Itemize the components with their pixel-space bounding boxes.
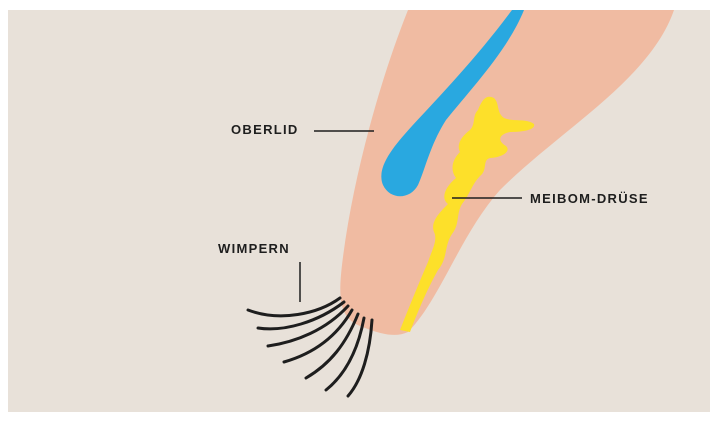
meibomian-gland-label: MEIBOM-DRÜSE — [530, 191, 649, 206]
upper-lid-label: OBERLID — [231, 122, 299, 137]
eyelash — [306, 314, 358, 378]
eyelashes-label: WIMPERN — [218, 241, 290, 256]
